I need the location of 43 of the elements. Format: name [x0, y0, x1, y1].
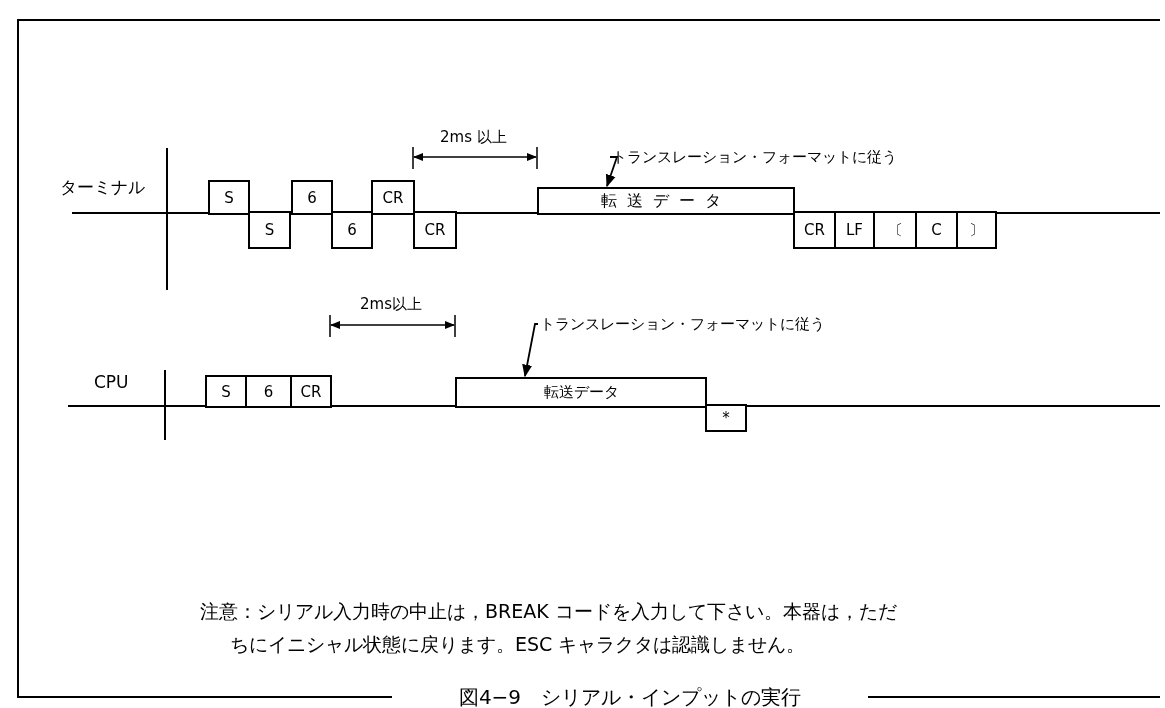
pulse-label: S [264, 221, 275, 239]
note: 注意：シリアル入力時の中止は，BREAK コードを入力して下さい。本器は，ただちにイニシャル状態に戻ります。ESC キャラクタは認識しません。 [200, 599, 898, 657]
signal-pulse-box [915, 211, 958, 249]
pulse-label: CR [300, 382, 322, 401]
pulse-label: CR [382, 188, 404, 207]
pulse-label: C [931, 221, 942, 239]
signal-pulse-box [455, 377, 707, 408]
signal-pulse-box [413, 211, 457, 249]
pulse-label: 〕 [969, 220, 984, 240]
signal-pulse-box [245, 375, 292, 408]
signal-pulse-box [291, 180, 333, 215]
signal-pulse-box [371, 180, 415, 215]
signal-pulse-box [705, 404, 747, 432]
pulse-label: 6 [263, 382, 274, 401]
pulse-label: 〔 [887, 220, 903, 240]
dimension-label: 2ms 以上 [440, 128, 507, 147]
pulse-label: S [221, 382, 231, 401]
pulse-label: LF [846, 221, 863, 239]
leader-line [605, 156, 619, 188]
annotation-text: トランスレーション・フォーマットに従う [612, 146, 1032, 168]
annotation-text: トランスレーション・フォーマットに従う [540, 313, 940, 335]
signal-pulse-box [956, 211, 997, 249]
signal-pulse-box [248, 211, 291, 249]
signal-pulse-box [205, 375, 247, 408]
row-label: ターミナル [60, 176, 145, 199]
pulse-label: 転送データ [601, 190, 731, 212]
pulse-label: 6 [307, 188, 317, 207]
pulse-label: 6 [347, 221, 357, 239]
signal-pulse-box [331, 211, 373, 249]
pulse-label: * [722, 409, 730, 427]
row-label: CPU [94, 372, 129, 392]
pulse-label: S [224, 188, 234, 207]
pulse-label: CR [804, 221, 825, 239]
leader-line [522, 323, 539, 378]
signal-pulse-box [793, 211, 836, 249]
dimension-label: 2ms以上 [360, 295, 422, 314]
pulse-label: CR [424, 221, 446, 239]
signal-pulse-box [290, 375, 332, 408]
signal-pulse-box [873, 211, 917, 249]
signal-pulse-box [834, 211, 875, 249]
signal-pulse-box [208, 180, 250, 215]
signal-pulse-box [537, 187, 795, 215]
pulse-label: 転送データ [543, 383, 619, 402]
